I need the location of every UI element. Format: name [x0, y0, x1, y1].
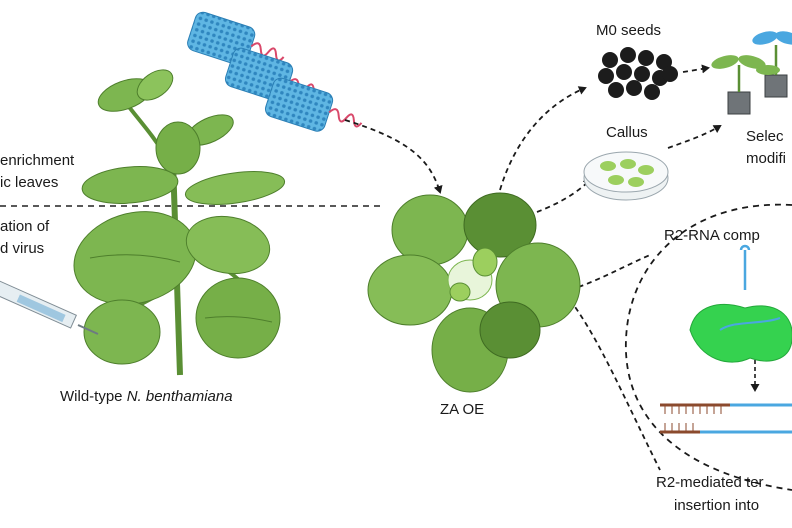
virus-particle-icon [264, 77, 363, 132]
label-wildtype-species: N. benthamiana [126, 388, 233, 405]
label-inoculation-line2: d virus [0, 240, 45, 257]
zoom-circle [624, 203, 792, 491]
label-r2-rna-complex: R2-RNA comp [664, 227, 760, 244]
label-inoculation-line1: ation of [0, 218, 50, 235]
label-enrichment-line1: enrichment [0, 152, 75, 169]
arrow-seeds-to-seedlings [682, 64, 710, 74]
label-za-oe: ZA OE [440, 401, 485, 418]
za-oe-plant [367, 192, 581, 393]
arrow-callus-to-seedlings [667, 124, 722, 149]
arrow-to-insertion [569, 299, 661, 471]
seedling-icon [711, 31, 792, 115]
syringe-icon [0, 277, 99, 335]
arrow-virus-to-plant [344, 119, 443, 194]
wildtype-plant [73, 69, 286, 376]
arrow-to-complex [569, 254, 651, 291]
label-enrichment-line2: ic leaves [0, 174, 59, 191]
virus-particles [187, 11, 363, 132]
label-m0-seeds: M0 seeds [596, 22, 662, 39]
petri-dish-icon [583, 151, 669, 201]
label-wildtype-prefix: Wild-type [60, 388, 127, 405]
r2-protein-icon [689, 244, 792, 363]
label-select-line1: Selec [746, 128, 784, 145]
label-wildtype: Wild-type N. benthamiana [60, 388, 233, 406]
label-callus: Callus [606, 124, 648, 141]
arrow-to-seeds [499, 86, 587, 191]
label-r2-mediated-line2: insertion into [674, 497, 760, 514]
arrow-to-callus [536, 178, 592, 213]
label-r2-mediated-line1: R2-mediated ter [656, 474, 764, 491]
seed-icon [598, 47, 678, 100]
label-select-line2: modifi [746, 150, 787, 167]
dna-icon [660, 403, 792, 434]
